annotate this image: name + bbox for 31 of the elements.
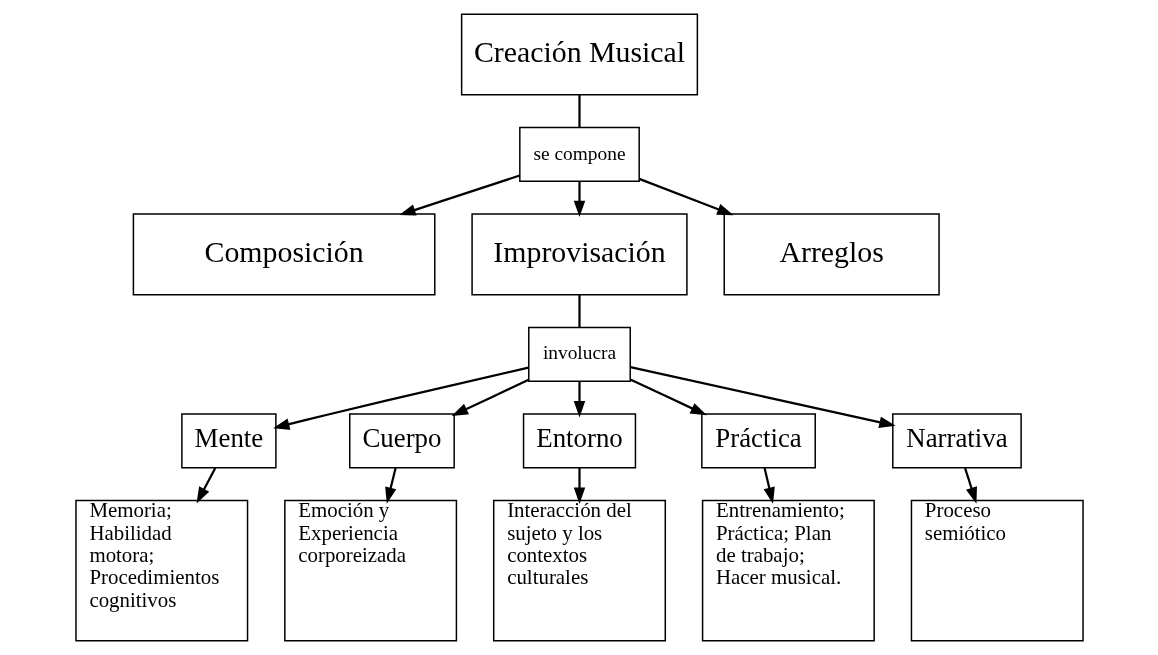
node-box: Narrativa [891,413,1022,469]
arrow [573,181,585,218]
connector [577,94,581,128]
node-box: Interacción del sujeto y los contextos culturales [492,499,666,642]
node-box: Proceso semiótico [910,499,1084,642]
node-box: Entorno [522,413,636,469]
node-box: Arreglos [722,213,940,296]
node-box: Composición [132,213,436,296]
node-box: Emoción y Experiencia corporeizada [283,499,457,642]
arrow [451,378,529,417]
arrow [398,174,520,216]
arrow [963,467,977,504]
arrow [638,177,734,216]
arrow [629,378,707,416]
node-box: Memoria; Habilidad motora; Procedimientos cognitivos [74,499,248,642]
node-box: Cuerpo [348,413,455,469]
arrow [629,366,896,428]
node-box: Mente [180,413,277,469]
node-box: se compone [518,126,640,183]
arrow [573,381,585,418]
arrow [196,467,216,504]
connector [577,294,581,328]
arrow [272,366,529,430]
node-box: involucra [527,326,631,382]
node-box: Improvisación [470,213,688,296]
arrow [573,468,585,504]
arrow [763,467,775,504]
arrow [384,467,397,504]
node-box: Entrenamiento; Práctica; Plan de trabajo; Hacer musical. [701,499,875,642]
node-box: Creación Musical [460,13,698,96]
node-box: Práctica [700,413,816,469]
